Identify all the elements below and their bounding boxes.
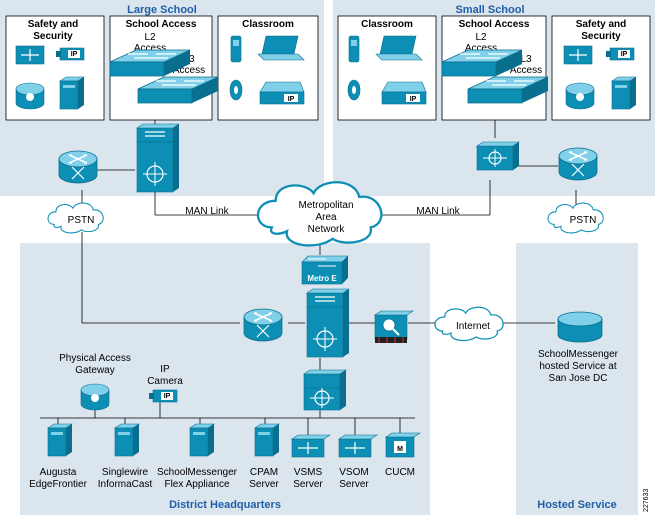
cucm-icon-text: M [397,446,403,453]
box-large-classroom [217,15,319,121]
label-hosted-1: SchoolMessenger [538,349,619,360]
label-large-l2-1: L2 [144,32,156,43]
firewall-icon [374,310,414,343]
router-icon [558,147,598,181]
access-control-icon [15,45,45,65]
label-pstn-right: PSTN [570,215,597,226]
label-hosted-3: San Jose DC [549,373,608,384]
label-augusta-2: EdgeFrontier [29,479,87,490]
laptop-icon [257,35,305,61]
gateway-icon [15,82,45,110]
label-internet: Internet [456,321,490,332]
label-schoolmessenger-2: Flex Appliance [164,479,229,490]
label-pag-2: Gateway [75,365,114,376]
label-small-l2-2: Access [465,43,497,54]
wireless-phone-icon [348,35,360,63]
ip-camera-text: IP [71,51,78,58]
label-camera-1: IP [160,364,170,375]
label-pag-1: Physical Access [59,353,131,364]
label-large-safety-2: Security [33,31,73,42]
hq-distribution-switch-icon [303,369,347,411]
hq-core-switch-icon [306,288,350,358]
router-icon [58,150,98,184]
hq-router-icon [243,308,283,342]
physical-access-gateway-icon [80,383,110,411]
region-district-hq [20,243,430,515]
title-hosted-service: Hosted Service [537,499,616,511]
label-large-l2-2: Access [134,43,166,54]
label-singlewire-2: InformaCast [98,479,153,490]
laptop-icon [375,35,423,61]
ip-camera-icon: IP [606,47,635,61]
label-camera-2: Camera [147,376,183,387]
ip-camera-text: IP [621,51,628,58]
label-cucm: CUCM [385,467,415,478]
augusta-server-icon [47,423,73,457]
label-vsms-2: Server [293,479,323,490]
label-small-safety-1: Safety and [576,19,627,30]
connection-lines [40,120,577,435]
label-large-classroom: Classroom [242,19,294,30]
hq-ip-camera-text: IP [164,393,171,400]
ip-phone-icon: IP [381,81,427,105]
label-small-l3-1: L3 [520,54,532,65]
ip-phone-text: IP [288,96,295,103]
label-pstn-left: PSTN [68,215,95,226]
wireless-phone-icon [230,35,242,63]
figure-id: 227633 [643,489,650,512]
label-metro-2: Area [315,212,337,223]
label-cpam-1: CPAM [250,467,278,478]
label-vsms-1: VSMS [294,467,323,478]
ip-phone-icon: IP [259,81,305,105]
vsom-server-icon [338,434,378,458]
title-large-school: Large School [127,4,197,16]
label-hosted-2: hosted Service at [539,361,616,372]
ip-phone-text: IP [410,96,417,103]
label-metro-1: Metropolitan [298,200,353,211]
label-small-l2-1: L2 [475,32,487,43]
label-small-l3-2: Access [510,65,542,76]
cpam-server-icon [254,423,280,457]
box-small-classroom [337,15,437,121]
cucm-server-icon: M [385,432,421,458]
title-small-school: Small School [455,4,524,16]
label-man-link-left: MAN Link [185,206,229,217]
label-metro-e: Metro E [307,274,337,283]
metro-e-switch-icon: Metro E [301,255,349,285]
label-vsom-2: Server [339,479,369,490]
label-large-l3-2: Access [173,65,205,76]
singlewire-server-icon [114,423,140,457]
ip-camera-icon: IP [56,47,85,61]
label-large-school-access: School Access [126,19,197,30]
hq-ip-camera-icon: IP [149,389,178,403]
label-large-safety-1: Safety and [28,19,79,30]
label-small-school-access: School Access [459,19,530,30]
title-district-hq: District Headquarters [169,499,281,511]
label-augusta-1: Augusta [40,467,77,478]
label-vsom-1: VSOM [339,467,368,478]
label-small-safety-2: Security [581,31,621,42]
access-control-icon [563,45,593,65]
gateway-icon [565,82,595,110]
hosted-database-icon [557,311,603,343]
label-man-link-right: MAN Link [416,206,460,217]
label-small-classroom: Classroom [361,19,413,30]
core-switch-stack-icon [136,123,180,193]
multilayer-switch-icon [476,141,520,171]
camera-icon [229,79,243,101]
label-metro-3: Network [308,224,346,235]
server-icon [611,76,637,110]
region-hosted-service [516,243,638,515]
vsms-server-icon [291,434,331,458]
label-schoolmessenger-1: SchoolMessenger [157,467,238,478]
label-singlewire-1: Singlewire [102,467,149,478]
label-cpam-2: Server [249,479,279,490]
schoolmessenger-server-icon [189,423,215,457]
server-icon [59,76,85,110]
camera-icon [347,79,361,101]
